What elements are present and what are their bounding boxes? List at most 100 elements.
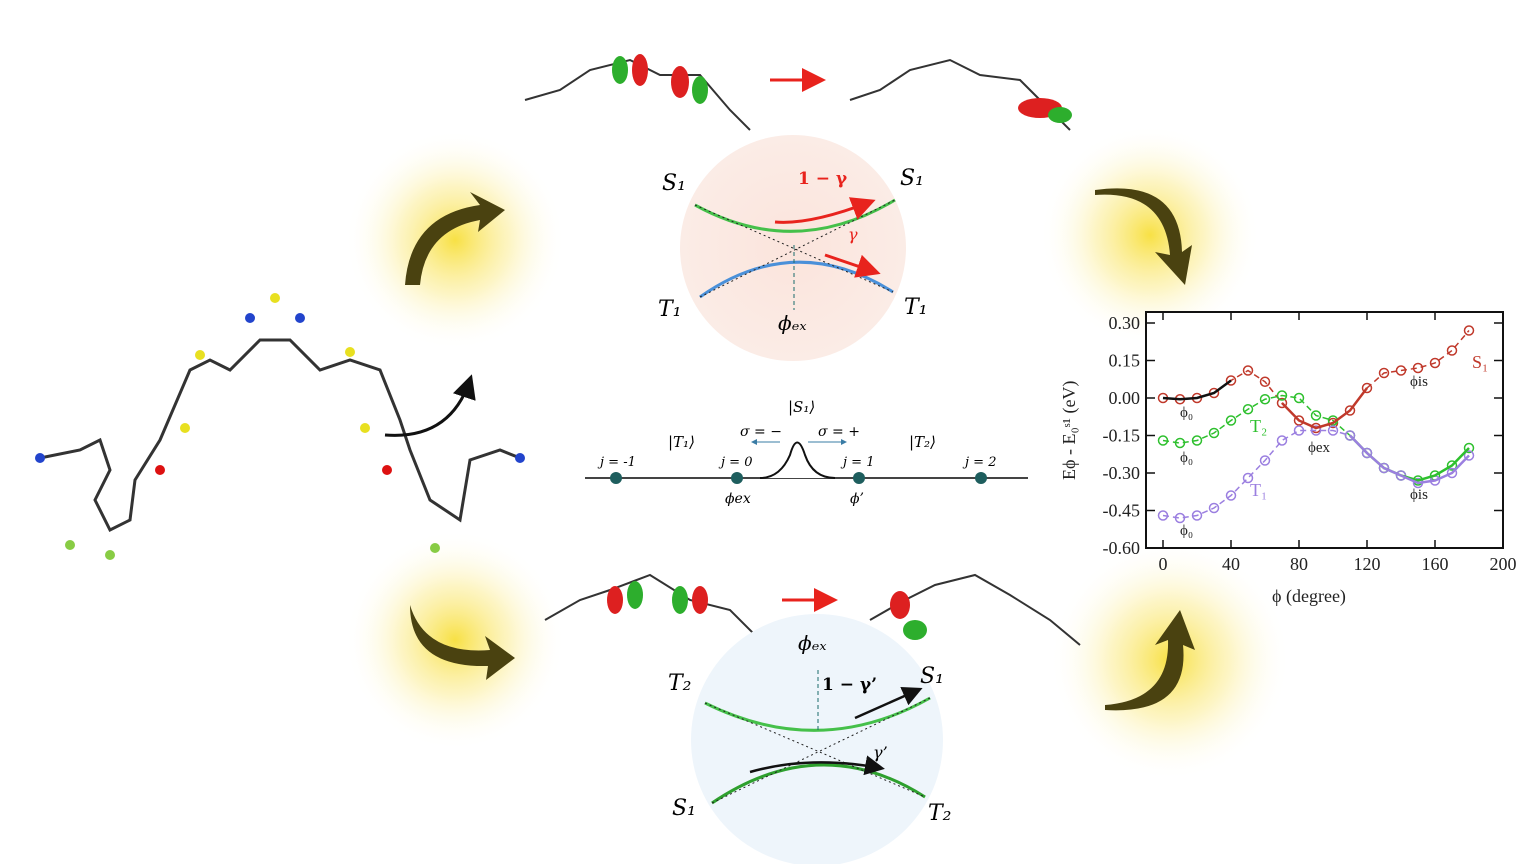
top-crossing-label: ϕₑₓ xyxy=(778,311,806,335)
y-axis-label: Eϕ - E₀ˢ¹ (eV) xyxy=(1059,381,1080,480)
lattice-t2-state: |T₂⟩ xyxy=(909,433,936,451)
data-point-S1 xyxy=(1429,357,1441,369)
data-point-T2 xyxy=(1276,390,1288,401)
data-point-T2 xyxy=(1242,404,1254,415)
data-point-S1 xyxy=(1446,345,1458,356)
series-label: T₂ xyxy=(1250,416,1267,436)
top-label-s1-right: S₁ xyxy=(900,166,924,191)
data-point-T1 xyxy=(1157,510,1169,521)
top-prob-major: 1 − γ xyxy=(798,169,848,189)
data-point-T2 xyxy=(1259,394,1271,405)
energy-chart: 0 40 80 120 160 200 0.30 0.15 0.00 -0.15 -0.30 -0.4… xyxy=(1059,311,1517,607)
x-tick-label: 0 xyxy=(1159,554,1168,574)
data-point-T1 xyxy=(1191,510,1203,521)
data-point-S1 xyxy=(1242,365,1254,376)
orbital-molecules xyxy=(524,54,1081,646)
rotation-arrow-icon xyxy=(384,374,476,437)
data-point-S1 xyxy=(1259,376,1271,387)
x-tick-label: 40 xyxy=(1222,554,1240,574)
data-point-T1 xyxy=(1242,472,1254,484)
x-tick-label: 200 xyxy=(1490,554,1517,574)
lattice-schematic xyxy=(585,439,1028,484)
bottom-label-s1-right: S₁ xyxy=(920,664,944,689)
phase-annotation: ϕ₀ xyxy=(1180,450,1193,466)
bottom-label-t2-left: T₂ xyxy=(668,671,692,696)
fit-curve xyxy=(1281,387,1368,430)
y-tick-label: -0.45 xyxy=(1103,501,1141,521)
y-tick-label: 0.00 xyxy=(1109,388,1141,408)
site-label: j = 1 xyxy=(840,455,874,470)
molecule-structure xyxy=(35,293,525,560)
series-label: S₁ xyxy=(1472,352,1488,372)
sigma-minus: σ = − xyxy=(740,424,782,440)
data-point-T2 xyxy=(1208,427,1220,439)
phi-ex-label: ϕex xyxy=(725,491,751,507)
data-point-T1 xyxy=(1361,447,1373,459)
top-label-t1-left: T₁ xyxy=(658,297,682,322)
data-point-S1 xyxy=(1276,397,1288,409)
data-point-T1 xyxy=(1344,430,1356,441)
data-point-T2 xyxy=(1446,460,1458,471)
lattice-t1-state: |T₁⟩ xyxy=(668,433,695,451)
bottom-label-t2-right: T₂ xyxy=(928,801,952,826)
site-label: j = 0 xyxy=(718,455,752,470)
data-point-T1 xyxy=(1463,450,1475,461)
data-point-T1 xyxy=(1446,467,1458,479)
phase-annotation: ϕ₀ xyxy=(1180,405,1193,421)
bottom-crossing-label: ϕₑₓ xyxy=(798,631,826,655)
data-point-S1 xyxy=(1293,415,1305,426)
phase-annotation: ϕ₀ xyxy=(1180,523,1193,539)
data-point-T2 xyxy=(1310,410,1322,421)
y-tick-label: -0.60 xyxy=(1103,538,1141,558)
phi-prime-label: ϕ’ xyxy=(850,491,864,507)
data-point-S1 xyxy=(1208,387,1220,399)
top-label-t1-right: T₁ xyxy=(904,295,928,320)
x-tick-label: 80 xyxy=(1290,554,1308,574)
series-label: T₁ xyxy=(1250,480,1267,500)
top-label-s1-left: S₁ xyxy=(662,171,686,196)
x-tick-label: 120 xyxy=(1354,554,1381,574)
fit-curve xyxy=(1349,434,1470,485)
data-point-T2 xyxy=(1293,392,1305,404)
phase-annotation: ϕis xyxy=(1410,374,1428,390)
phase-annotation: ϕex xyxy=(1308,440,1331,456)
data-point-T2 xyxy=(1174,437,1186,449)
data-point-S1 xyxy=(1395,365,1407,376)
data-point-S1 xyxy=(1225,375,1237,386)
data-point-S1 xyxy=(1412,362,1424,374)
x-tick-label: 160 xyxy=(1422,554,1449,574)
fit-curve xyxy=(1162,379,1232,401)
bottom-avoided-crossing xyxy=(691,614,943,864)
data-point-S1 xyxy=(1463,325,1475,336)
bottom-label-s1-left: S₁ xyxy=(672,796,696,821)
curved-arrow-icons xyxy=(405,188,1195,711)
bottom-prob-minor: γ’ xyxy=(873,743,888,762)
data-point-T2 xyxy=(1463,442,1475,454)
site-label: j = 2 xyxy=(962,455,996,470)
top-prob-minor: γ xyxy=(848,225,858,244)
top-avoided-crossing xyxy=(680,135,906,361)
data-point-T1 xyxy=(1293,425,1305,436)
site-label: j = -1 xyxy=(597,455,636,470)
y-tick-label: -0.30 xyxy=(1103,463,1141,483)
lattice-s1-state: |S₁⟩ xyxy=(788,398,815,416)
series-line-T2 xyxy=(1162,394,1470,482)
data-point-T2 xyxy=(1191,435,1203,446)
y-tick-label: -0.15 xyxy=(1103,426,1141,446)
x-axis-label: ϕ (degree) xyxy=(1272,586,1346,607)
data-point-T2 xyxy=(1225,415,1237,426)
data-point-S1 xyxy=(1378,367,1390,379)
y-tick-label: 0.30 xyxy=(1109,313,1141,333)
bottom-prob-major: 1 − γ’ xyxy=(822,675,877,695)
data-point-T1 xyxy=(1327,425,1339,436)
data-point-T1 xyxy=(1310,425,1322,436)
data-point-T1 xyxy=(1378,462,1390,474)
data-point-T2 xyxy=(1157,435,1169,446)
y-tick-label: 0.15 xyxy=(1109,351,1141,371)
data-point-S1 xyxy=(1344,405,1356,416)
data-point-T1 xyxy=(1395,470,1407,481)
phase-annotation: ϕis xyxy=(1410,487,1428,503)
sigma-plus: σ = + xyxy=(818,424,860,440)
data-point-S1 xyxy=(1361,382,1373,394)
